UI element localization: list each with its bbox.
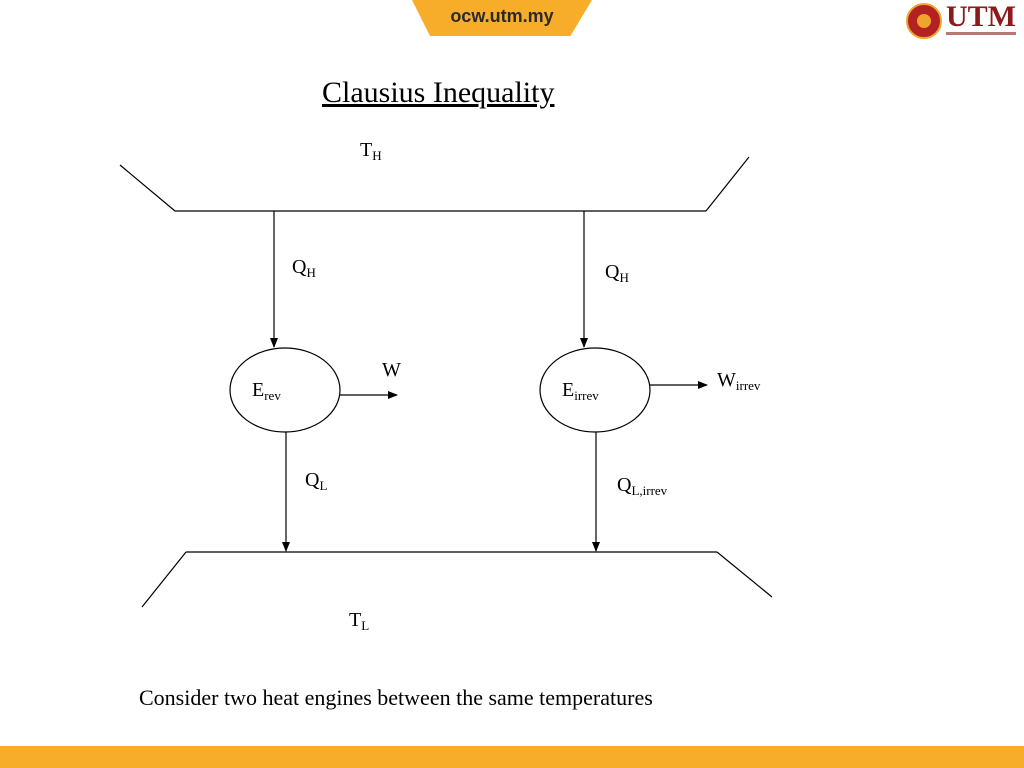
irrev-heat-in-label: QH bbox=[605, 261, 629, 285]
cold-reservoir-label: TL bbox=[349, 609, 370, 633]
slide-caption: Consider two heat engines between the sa… bbox=[139, 685, 653, 710]
rev-engine-label: Erev bbox=[252, 379, 281, 403]
utm-logo: UTM bbox=[906, 0, 1018, 42]
rev-heat-in-label: QH bbox=[292, 256, 316, 280]
hot-reservoir-line bbox=[119, 156, 750, 212]
site-label: ocw.utm.my bbox=[450, 6, 554, 26]
irrev-heat-out-label: QL,irrev bbox=[617, 474, 668, 498]
rev-work-label: W bbox=[382, 359, 401, 381]
utm-logo-text: UTM bbox=[946, 0, 1016, 33]
irrev-engine-circle bbox=[539, 347, 651, 433]
utm-logo-underline bbox=[946, 32, 1016, 35]
hot-reservoir-label: TH bbox=[360, 139, 382, 163]
cold-reservoir-line bbox=[141, 551, 773, 608]
irrev-work-label: Wirrev bbox=[717, 369, 761, 393]
footer-bar bbox=[0, 746, 1024, 768]
slide-title: Clausius Inequality bbox=[322, 76, 555, 109]
irrev-engine-label: Eirrev bbox=[562, 379, 599, 403]
utm-seal-icon bbox=[906, 3, 942, 39]
rev-heat-out-label: QL bbox=[305, 469, 328, 493]
site-banner: ocw.utm.my bbox=[412, 0, 592, 36]
rev-engine-circle bbox=[229, 347, 341, 433]
